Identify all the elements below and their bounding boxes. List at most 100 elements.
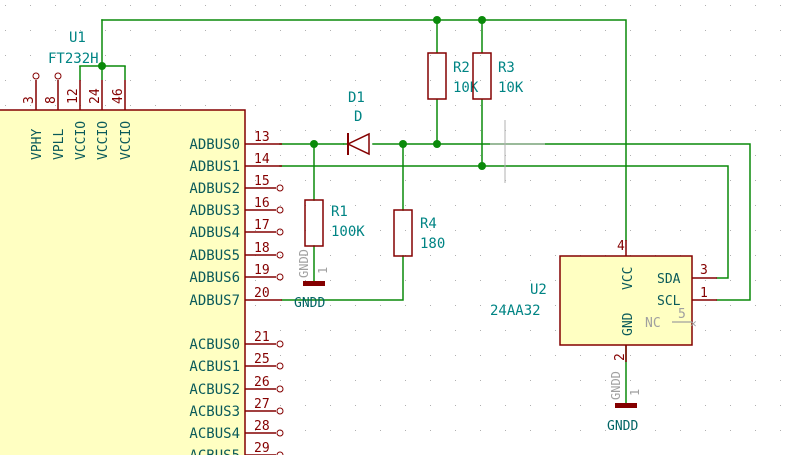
grid-dot — [280, 155, 281, 156]
grid-dot — [380, 155, 381, 156]
u1-right-pin-num: 14 — [254, 152, 270, 167]
grid-dot — [305, 5, 306, 6]
grid-dot — [330, 355, 331, 356]
wire-r4-bottom[interactable] — [281, 255, 404, 301]
grid-dot — [280, 130, 281, 131]
gnd1-symbol[interactable]: GNDD 1 GNDD — [294, 249, 330, 311]
grid-dot — [405, 430, 406, 431]
u1-top-pin-num: 8 — [44, 96, 59, 104]
grid-dot — [305, 80, 306, 81]
gnd1-ghost-num: 1 — [316, 267, 330, 274]
grid-dot — [480, 405, 481, 406]
r1-resistor[interactable]: R1 100K — [304, 199, 365, 247]
grid-dot — [605, 355, 606, 356]
grid-dot — [755, 80, 756, 81]
grid-dot — [655, 405, 656, 406]
grid-dot — [405, 305, 406, 306]
grid-dot — [730, 405, 731, 406]
grid-dot — [780, 5, 781, 6]
u1-pin-open-end — [276, 451, 284, 455]
grid-dot — [505, 305, 506, 306]
grid-dot — [505, 230, 506, 231]
r2-resistor[interactable]: R2 10K — [427, 52, 479, 100]
r4-body — [393, 209, 413, 257]
grid-dot — [780, 380, 781, 381]
grid-dot — [430, 280, 431, 281]
r3-resistor[interactable]: R3 10K — [472, 52, 524, 100]
grid-dot — [605, 105, 606, 106]
grid-dot — [430, 380, 431, 381]
grid-dot — [705, 430, 706, 431]
grid-dot — [255, 80, 256, 81]
grid-dot — [505, 255, 506, 256]
grid-dot — [630, 130, 631, 131]
grid-dot — [530, 30, 531, 31]
grid-dot — [330, 180, 331, 181]
grid-dot — [430, 430, 431, 431]
grid-dot — [380, 130, 381, 131]
grid-dot — [580, 130, 581, 131]
grid-dot — [80, 55, 81, 56]
grid-dot — [430, 255, 431, 256]
grid-dot — [355, 80, 356, 81]
u2-body[interactable] — [559, 255, 693, 346]
u1-pin-open-end — [276, 385, 284, 393]
grid-dot — [655, 5, 656, 6]
gnd2-symbol[interactable]: GNDD 1 GNDD — [607, 371, 642, 434]
grid-dot — [330, 255, 331, 256]
grid-dot — [355, 255, 356, 256]
r4-resistor[interactable]: R4 180 — [393, 209, 445, 257]
grid-dot — [380, 205, 381, 206]
grid-dot — [30, 30, 31, 31]
d1-diode[interactable]: D1 D — [343, 90, 370, 156]
grid-dot — [755, 405, 756, 406]
grid-dot — [530, 130, 531, 131]
grid-dot — [405, 180, 406, 181]
grid-dot — [305, 355, 306, 356]
grid-dot — [705, 355, 706, 356]
grid-dot — [705, 255, 706, 256]
grid-dot — [255, 55, 256, 56]
u1-body[interactable] — [0, 109, 246, 455]
u1-right-pin-name: ADBUS5 — [189, 248, 240, 264]
grid-dot — [680, 105, 681, 106]
wire-diode-cathode-net[interactable] — [372, 143, 751, 301]
gnd1-label: GNDD — [294, 296, 325, 311]
grid-dot — [730, 130, 731, 131]
junction-dot — [399, 140, 407, 148]
grid-dot — [705, 330, 706, 331]
grid-dot — [705, 130, 706, 131]
grid-dot — [330, 5, 331, 6]
grid-dot — [255, 280, 256, 281]
grid-dot — [655, 180, 656, 181]
u2-24aa32[interactable]: ✕ VCC GND SDA SCL NC 4 2 3 1 5 U2 24AA32 — [490, 239, 717, 362]
grid-dot — [555, 355, 556, 356]
u1-pin-open-end — [276, 184, 284, 192]
wire-adbus1-net[interactable] — [279, 165, 729, 279]
u1-right-pin-num: 15 — [254, 174, 270, 189]
grid-dot — [730, 80, 731, 81]
grid-dot — [680, 80, 681, 81]
grid-dot — [530, 255, 531, 256]
grid-dot — [330, 305, 331, 306]
grid-dot — [80, 30, 81, 31]
grid-dot — [330, 80, 331, 81]
grid-dot — [305, 130, 306, 131]
grid-dot — [530, 280, 531, 281]
r4-value: 180 — [420, 236, 445, 252]
grid-dot — [730, 105, 731, 106]
grid-dot — [730, 380, 731, 381]
grid-dot — [30, 80, 31, 81]
grid-dot — [605, 80, 606, 81]
grid-dot — [555, 305, 556, 306]
grid-dot — [355, 380, 356, 381]
grid-dot — [630, 155, 631, 156]
grid-dot — [280, 305, 281, 306]
grid-dot — [605, 5, 606, 6]
grid-dot — [380, 305, 381, 306]
grid-dot — [155, 5, 156, 6]
grid-dot — [280, 180, 281, 181]
gnd2-ghost-num: 1 — [628, 389, 642, 396]
